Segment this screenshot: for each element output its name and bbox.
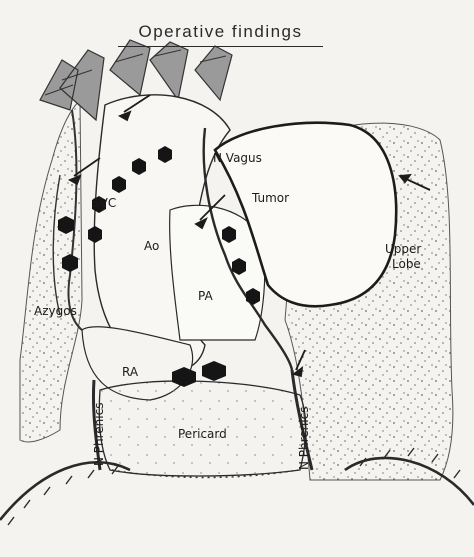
title-underline <box>118 46 323 47</box>
label-pericard: Pericard <box>178 428 227 441</box>
label-upper-lobe-line1: Upper <box>385 243 421 256</box>
label-n-phrenics-left: N Phrenics <box>298 407 311 470</box>
label-azygos: Azygos <box>34 305 77 318</box>
label-n-vagus: N Vagus <box>213 152 262 165</box>
label-upper-lobe-line2: Lobe <box>392 258 421 271</box>
label-n-phrenics-right: N Phrenics <box>93 403 106 466</box>
diagram-title: Operative findings <box>118 22 323 42</box>
right-lung <box>20 100 82 442</box>
label-svc: SVC <box>92 197 116 210</box>
label-tumor: Tumor <box>252 192 289 205</box>
label-ra: RA <box>122 366 138 379</box>
label-pa: PA <box>198 290 213 303</box>
label-ao: Ao <box>144 240 159 253</box>
